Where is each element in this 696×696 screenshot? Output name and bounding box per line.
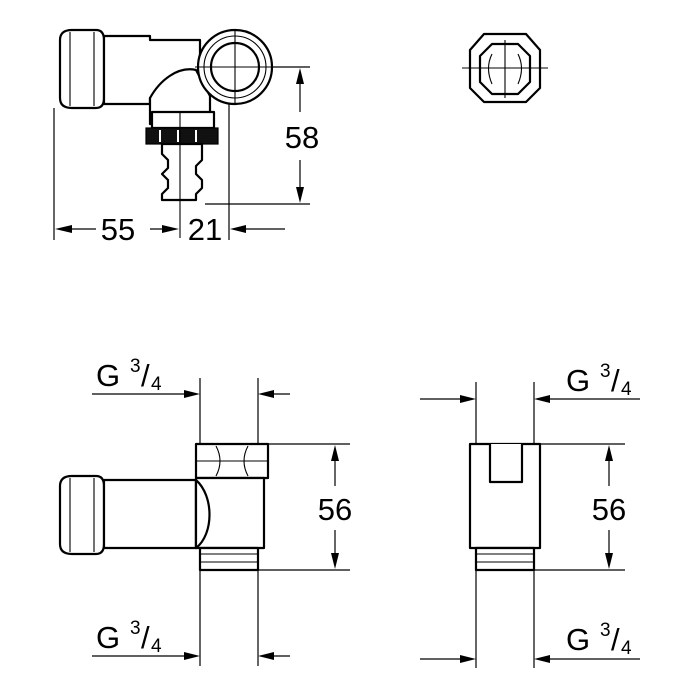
front-elbow <box>194 478 211 550</box>
front-thread-bottom-num: 3 <box>130 618 141 639</box>
front-thread-bottom-den: 4 <box>151 636 162 657</box>
front-thread-bottom-g: G <box>96 620 120 655</box>
side-view: G 3 / 4 G 3 / 4 56 <box>420 361 640 668</box>
hose-nut <box>145 127 219 145</box>
side-dim-height-56: 56 <box>592 492 626 527</box>
side-slot <box>488 444 524 484</box>
front-bottom-thread <box>198 546 260 572</box>
side-thread-bottom-num: 3 <box>600 620 611 641</box>
union-nut <box>58 28 106 110</box>
hose-barb <box>160 142 204 202</box>
front-body-pipe <box>102 478 198 550</box>
dim-width-21: 21 <box>188 212 222 247</box>
hose-collar <box>150 110 216 130</box>
side-thread-top-g: G <box>566 363 590 398</box>
front-thread-top-g: G <box>96 358 120 393</box>
side-bottom-thread <box>474 546 536 572</box>
front-dim-height-56: 56 <box>318 492 352 527</box>
side-thread-top-num: 3 <box>600 361 611 382</box>
side-thread-bottom-slash: / <box>611 622 620 657</box>
side-thread-top-den: 4 <box>621 379 632 400</box>
front-thread-bottom-slash: / <box>141 620 150 655</box>
top-view: 58 55 21 <box>53 28 319 247</box>
front-view: G 3 / 4 G 3 / 4 56 <box>58 356 352 666</box>
front-union-nut <box>58 474 106 556</box>
dim-height-58: 58 <box>285 120 319 155</box>
side-thread-bottom-g: G <box>566 622 590 657</box>
front-thread-top-den: 4 <box>151 374 162 395</box>
front-thread-top-slash: / <box>141 358 150 393</box>
dim-width-55: 55 <box>101 212 135 247</box>
side-thread-top-slash: / <box>611 363 620 398</box>
side-thread-bottom-den: 4 <box>621 638 632 659</box>
front-thread-top-num: 3 <box>130 356 141 377</box>
end-view <box>462 32 548 104</box>
